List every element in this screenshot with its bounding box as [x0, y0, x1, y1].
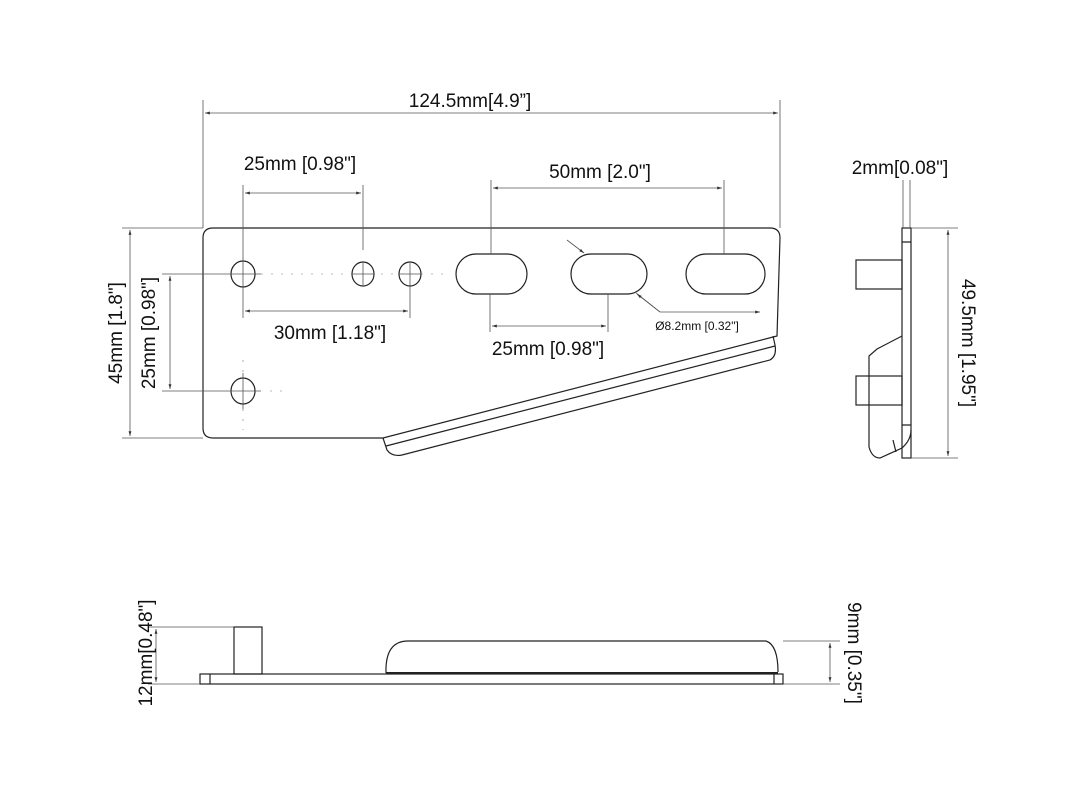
- dim-slot-spacing-top: 50mm [2.0"]: [549, 162, 651, 183]
- dim-vertical-hole-spacing: 25mm [0.98"]: [139, 277, 160, 389]
- side-post: [855, 259, 903, 290]
- bottom-post: [233, 626, 263, 675]
- mount-slot: [455, 253, 528, 295]
- front-view: 124.5mm[4.9”] 25mm [0.98"] 50mm [2.0"] 3…: [106, 91, 781, 457]
- mount-slot: [570, 253, 648, 295]
- side-post: [855, 375, 903, 406]
- side-view: 2mm[0.08"] 49.5mm [1.95"]: [852, 158, 978, 459]
- dim-side-height: 49.5mm [1.95"]: [957, 279, 978, 407]
- dim-slot-spacing-bottom: 25mm [0.98"]: [492, 339, 604, 360]
- dim-hole-spacing-top: 25mm [0.98"]: [244, 154, 356, 175]
- dim-post-height: 12mm[0.48"]: [136, 599, 157, 706]
- bracket-outline: [202, 227, 781, 439]
- side-plate: [901, 227, 912, 459]
- dim-hole-spacing-bottom: 30mm [1.18"]: [274, 323, 386, 344]
- bottom-view: 12mm[0.48"] 9mm [0.35"]: [136, 599, 864, 706]
- dim-lip-height: 9mm [0.35"]: [843, 602, 864, 704]
- mount-slot: [685, 253, 766, 295]
- dim-slot-diameter: Ø8.2mm [0.32"]: [655, 319, 739, 333]
- bracket-lip: [382, 335, 777, 457]
- dim-overall-height: 45mm [1.8"]: [106, 282, 127, 384]
- bottom-lip: [385, 640, 779, 674]
- bottom-plate: [199, 673, 784, 685]
- dim-thickness: 2mm[0.08"]: [852, 158, 949, 179]
- dim-overall-length: 124.5mm[4.9”]: [409, 91, 532, 112]
- side-lip: [868, 335, 912, 459]
